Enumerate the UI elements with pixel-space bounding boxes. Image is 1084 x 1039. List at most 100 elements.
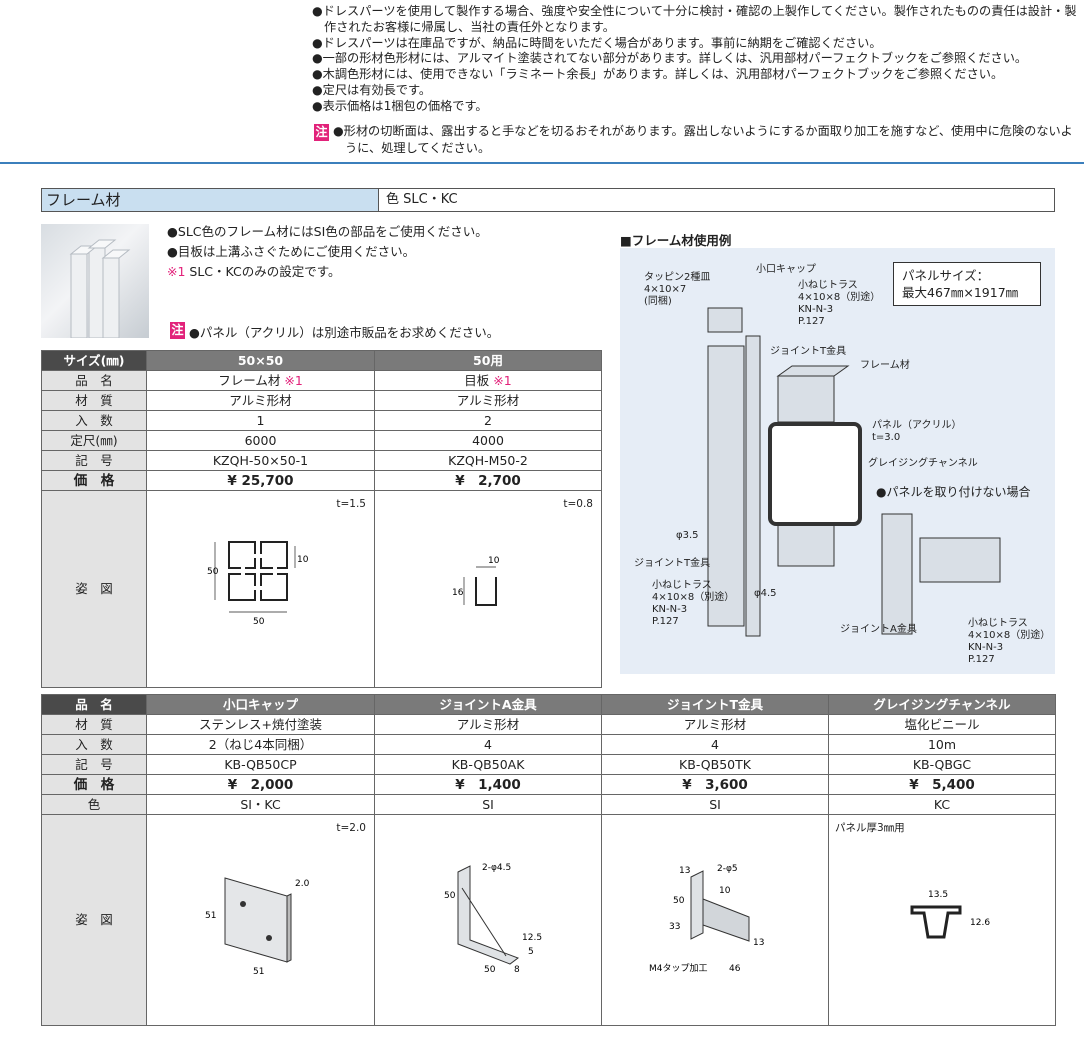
row-label: 入 数: [41, 410, 147, 431]
svg-text:KN-N-3: KN-N-3: [968, 642, 1003, 653]
svg-text:2-φ5: 2-φ5: [717, 864, 738, 874]
frame-profile-svg: 50 50 10: [207, 540, 308, 627]
svg-text:4×10×8（別途）: 4×10×8（別途）: [798, 290, 880, 303]
table-row: 価 格 ¥ 25,700 ¥ 2,700: [41, 470, 602, 491]
table-cell: KZQH-M50-2: [374, 450, 602, 471]
table-row: 品 名 フレーム材 ※1 目板 ※1: [41, 370, 602, 391]
header-cell: 50×50: [146, 350, 375, 371]
header-cell: 小口キャップ: [146, 694, 375, 715]
caution-line: うに、処理してください。: [345, 141, 491, 155]
frame-notes: ●SLC色のフレーム材にはSI色の部品をご使用ください。 ●目板は上溝ふさぐため…: [167, 222, 488, 282]
svg-text:33: 33: [669, 922, 680, 932]
svg-text:(同梱): (同梱): [644, 294, 672, 307]
row-label: 定尺(㎜): [41, 430, 147, 451]
caution-badge: 注: [170, 322, 185, 339]
note-line: ●ドレスパーツを使用して製作する場合、強度や安全性について十分に検討・確認の上製…: [312, 4, 1077, 18]
table-row: 材 質 ステンレス+焼付塗装 アルミ形材 アルミ形材 塩化ビニール: [41, 714, 1056, 735]
table-cell: アルミ形材: [146, 390, 375, 411]
svg-text:小口キャップ: 小口キャップ: [756, 263, 816, 275]
table-cell: 2: [374, 410, 602, 431]
row-label: 価 格: [41, 470, 147, 491]
cap-drawing: t=2.0 51 2.0 51: [146, 814, 375, 1026]
svg-text:4×10×8（別途）: 4×10×8（別途）: [652, 590, 734, 603]
notes-block: ●ドレスパーツを使用して製作する場合、強度や安全性について十分に検討・確認の上製…: [312, 4, 1077, 115]
svg-text:φ4.5: φ4.5: [754, 588, 777, 599]
table-row: 材 質 アルミ形材 アルミ形材: [41, 390, 602, 411]
row-label: 品 名: [41, 370, 147, 391]
svg-text:13: 13: [753, 938, 764, 948]
svg-text:13.5: 13.5: [928, 890, 948, 900]
svg-text:50: 50: [207, 567, 219, 577]
svg-text:ジョイントA金具: ジョイントA金具: [840, 622, 917, 635]
frame-section-drawing: t=1.5 50 50 10: [146, 490, 375, 688]
table-cell: 1: [146, 410, 375, 431]
frame-note: ※1 SLC・KCのみの設定です。: [167, 264, 341, 279]
glazing-channel-drawing: パネル厚3㎜用 13.5 12.6: [828, 814, 1056, 1026]
svg-text:50: 50: [673, 896, 685, 906]
header-cell: ジョイントT金具: [601, 694, 829, 715]
note-line: ●表示価格は1梱包の価格です。: [312, 98, 488, 113]
caution-badge: 注: [314, 124, 329, 141]
svg-text:P.127: P.127: [652, 616, 679, 627]
frame-note: ●目板は上溝ふさぐためにご使用ください。: [167, 244, 416, 259]
table-header-row: 品 名 小口キャップ ジョイントA金具 ジョイントT金具 グレイジングチャンネル: [41, 694, 1056, 715]
svg-text:タッピン2種皿: タッピン2種皿: [644, 270, 710, 283]
svg-text:4×10×7: 4×10×7: [644, 284, 686, 295]
svg-text:12.6: 12.6: [970, 918, 990, 928]
row-label: 姿 図: [41, 490, 147, 688]
table-row: 価 格 ¥ 2,000 ¥ 1,400 ¥ 3,600 ¥ 5,400: [41, 774, 1056, 795]
svg-text:ジョイントT金具: ジョイントT金具: [634, 556, 710, 569]
row-label: 記 号: [41, 450, 147, 471]
svg-text:小ねじトラス: 小ねじトラス: [798, 279, 858, 291]
header-cell: 品 名: [41, 694, 147, 715]
table-cell: アルミ形材: [374, 390, 602, 411]
caution-line: ●形材の切断面は、露出すると手などを切るおそれがあります。露出しないようにするか…: [333, 124, 1073, 138]
svg-text:t=3.0: t=3.0: [872, 432, 900, 443]
parts-spec-table: 品 名 小口キャップ ジョイントA金具 ジョイントT金具 グレイジングチャンネル…: [41, 694, 1056, 1026]
table-cell: KZQH-50×50-1: [146, 450, 375, 471]
table-cell: フレーム材 ※1: [146, 370, 375, 391]
section-color-label: 色 SLC・KC: [386, 192, 458, 207]
section-header: フレーム材 色 SLC・KC: [41, 188, 1055, 212]
frame-note: ●SLC色のフレーム材にはSI色の部品をご使用ください。: [167, 224, 488, 239]
table-row: 記 号 KB-QB50CP KB-QB50AK KB-QB50TK KB-QBG…: [41, 754, 1056, 775]
section-title: フレーム材: [42, 189, 379, 211]
header-cell: ジョイントA金具: [374, 694, 602, 715]
svg-text:16: 16: [452, 588, 464, 598]
note-mark: ※1: [167, 264, 186, 279]
table-header-row: サイズ(㎜) 50×50 50用: [41, 350, 602, 371]
panel-note: 注●パネル（アクリル）は別途市販品をお求めください。: [170, 322, 500, 340]
table-cell: 目板 ※1: [374, 370, 602, 391]
joint-a-drawing: 2-φ4.5 50 12.5 5 50 8: [374, 814, 602, 1026]
figure-row: 姿 図 t=2.0 51 2.0 51 2-φ4.5 50 12.5 5: [41, 814, 1056, 1026]
svg-text:2-φ4.5: 2-φ4.5: [482, 863, 511, 873]
svg-text:50: 50: [484, 965, 496, 975]
example-title: ■フレーム材使用例: [620, 233, 732, 248]
header-cell: サイズ(㎜): [41, 350, 147, 371]
table-row: 入 数 2（ねじ4本同梱） 4 4 10m: [41, 734, 1056, 755]
svg-text:10: 10: [719, 886, 731, 896]
svg-text:P.127: P.127: [968, 654, 995, 665]
svg-text:13: 13: [679, 866, 690, 876]
table-cell: 6000: [146, 430, 375, 451]
svg-text:46: 46: [729, 964, 741, 974]
svg-text:P.127: P.127: [798, 316, 825, 327]
svg-text:小ねじトラス: 小ねじトラス: [968, 617, 1028, 629]
table-row: 定尺(㎜) 6000 4000: [41, 430, 602, 451]
svg-text:φ3.5: φ3.5: [676, 530, 699, 541]
svg-text:パネル（アクリル）: パネル（アクリル）: [872, 419, 962, 431]
svg-text:グレイジングチャンネル: グレイジングチャンネル: [868, 456, 978, 469]
header-cell: 50用: [374, 350, 602, 371]
table-row: 記 号 KZQH-50×50-1 KZQH-M50-2: [41, 450, 602, 471]
note-line: ●一部の形材色形材には、アルマイト塗装されてない部分があります。詳しくは、汎用部…: [312, 51, 1028, 66]
svg-text:小ねじトラス: 小ねじトラス: [652, 579, 712, 591]
panel-size-box: パネルサイズ： 最大467㎜×1917㎜: [893, 262, 1041, 306]
svg-text:KN-N-3: KN-N-3: [798, 304, 833, 315]
svg-text:12.5: 12.5: [522, 933, 542, 943]
table-cell: 4000: [374, 430, 602, 451]
price-cell: ¥ 25,700: [146, 470, 375, 491]
svg-text:2.0: 2.0: [295, 879, 310, 889]
svg-text:51: 51: [253, 967, 264, 977]
svg-text:50: 50: [253, 617, 265, 627]
svg-text:4×10×8（別途）: 4×10×8（別途）: [968, 628, 1050, 641]
